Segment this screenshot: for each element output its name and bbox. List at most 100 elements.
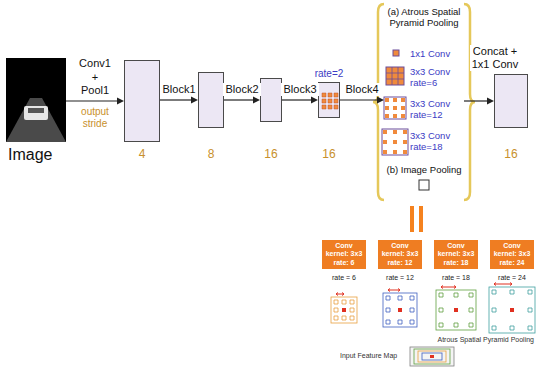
feature-map-box: 8 (198, 72, 224, 128)
right-brace (464, 4, 475, 200)
conv-text: Conv kernel: 3x3 rate: 12 (380, 242, 420, 267)
panel-caption: Atrous Spatial Pyramid Pooling (438, 336, 535, 343)
connector (224, 97, 260, 104)
kernel-dots (383, 130, 407, 154)
image-caption: Image (8, 146, 52, 164)
kernel-dots (322, 93, 338, 109)
arrow-head (377, 97, 384, 104)
group-heading: (b) Image Pooling (384, 164, 464, 175)
connector-line (464, 100, 488, 101)
equals-bar (410, 206, 414, 232)
panel-caption: Input Feature Map (340, 352, 397, 359)
rate-label: rate = 12 (386, 274, 414, 281)
kernel-outline (383, 293, 417, 327)
conv-text: Conv kernel: 3x3 rate: 6 (324, 242, 364, 267)
feature-map (410, 347, 454, 366)
dilated-kernel (319, 83, 341, 119)
feature-map-box: 16 (260, 78, 282, 122)
feature-map-box: 4 (124, 60, 160, 142)
edge-label: Block3 (281, 83, 318, 96)
arrow-head (311, 97, 318, 104)
photo-thumbnail (6, 58, 66, 142)
conv-text: Conv kernel: 3x3 rate: 18 (436, 242, 476, 267)
rate-arrow (336, 293, 344, 296)
stride-number: 16 (504, 147, 517, 161)
kernel-grid (386, 67, 404, 85)
feature-map (430, 355, 434, 358)
equals-bar (419, 206, 423, 232)
rate-label: rate = 24 (498, 274, 526, 281)
arrow-head (487, 98, 494, 105)
conv-box: Conv kernel: 3x3 rate: 6 (322, 240, 366, 269)
connector (464, 98, 494, 105)
rate-label: rate = 18 (442, 274, 470, 281)
road (6, 98, 66, 142)
kernel-outline (489, 287, 535, 333)
connector-line (66, 100, 118, 101)
stride-number: 16 (264, 147, 277, 161)
car-window (28, 108, 44, 113)
edge-label: Block4 (343, 83, 380, 96)
kernel-icon (382, 129, 408, 155)
branch-label: 3x3 Conv rate=12 (410, 98, 462, 121)
group-heading: (a) Atrous Spatial Pyramid Pooling (384, 6, 464, 29)
connector-line (160, 99, 192, 100)
kernel-outline (331, 297, 357, 323)
left-brace (373, 4, 384, 200)
kernel-dots (439, 293, 473, 327)
kernel-dots (386, 296, 414, 324)
conv-box: Conv kernel: 3x3 rate: 18 (434, 240, 478, 269)
aspp-group: (a) Atrous Spatial Pyramid Pooling 1x1 Co… (384, 4, 464, 200)
arrow-head (191, 97, 198, 104)
kernel-center (454, 308, 458, 312)
axis-label: output stride (72, 106, 118, 129)
branch-label: 1x1 Conv (410, 48, 462, 59)
rate-arrow (494, 283, 512, 286)
kernel-outline (436, 290, 476, 330)
branch-label: 3x3 Conv rate=18 (410, 130, 462, 153)
kernel-icon (393, 50, 399, 56)
kernel-center (510, 308, 514, 312)
feature-map (422, 353, 442, 360)
connector-line (340, 99, 378, 100)
connector (160, 97, 198, 104)
feature-map (418, 351, 446, 362)
edge-label: Block2 (223, 83, 260, 96)
rate-label: rate = 6 (332, 274, 356, 281)
rate-arrow (441, 286, 456, 289)
car (24, 106, 48, 120)
arrow-head (117, 98, 124, 105)
stride-number: 8 (208, 147, 215, 161)
edge-label: Block1 (160, 83, 197, 96)
kernel-dots (385, 98, 405, 118)
feature-map (414, 349, 450, 364)
edge-label: Concat + 1x1 Conv (470, 45, 521, 71)
kernel-dots (334, 300, 354, 320)
kernel-icon (386, 67, 404, 85)
connector (282, 97, 318, 104)
connector (66, 98, 124, 105)
feature-map-box: rate=216 (318, 82, 340, 118)
pooling-icon (419, 180, 429, 190)
kernel-center (342, 308, 346, 312)
input-image: Image (6, 58, 66, 142)
conv-text: Conv kernel: 3x3 rate: 24 (492, 242, 532, 267)
rate-label: rate=2 (315, 68, 344, 79)
stride-number: 16 (322, 147, 335, 161)
connector-line (282, 99, 312, 100)
conv-box: Conv kernel: 3x3 rate: 12 (378, 240, 422, 269)
arrow-head (253, 97, 260, 104)
kernel-icon (384, 97, 406, 119)
connector-line (224, 99, 254, 100)
kernel-dots (492, 290, 532, 330)
rate-arrow (388, 289, 400, 292)
kernel-center (398, 308, 402, 312)
feature-map-box: 16 (494, 74, 528, 128)
connector (340, 97, 384, 104)
edge-label: Conv1 + Pool1 (77, 57, 113, 97)
stride-number: 4 (139, 147, 146, 161)
